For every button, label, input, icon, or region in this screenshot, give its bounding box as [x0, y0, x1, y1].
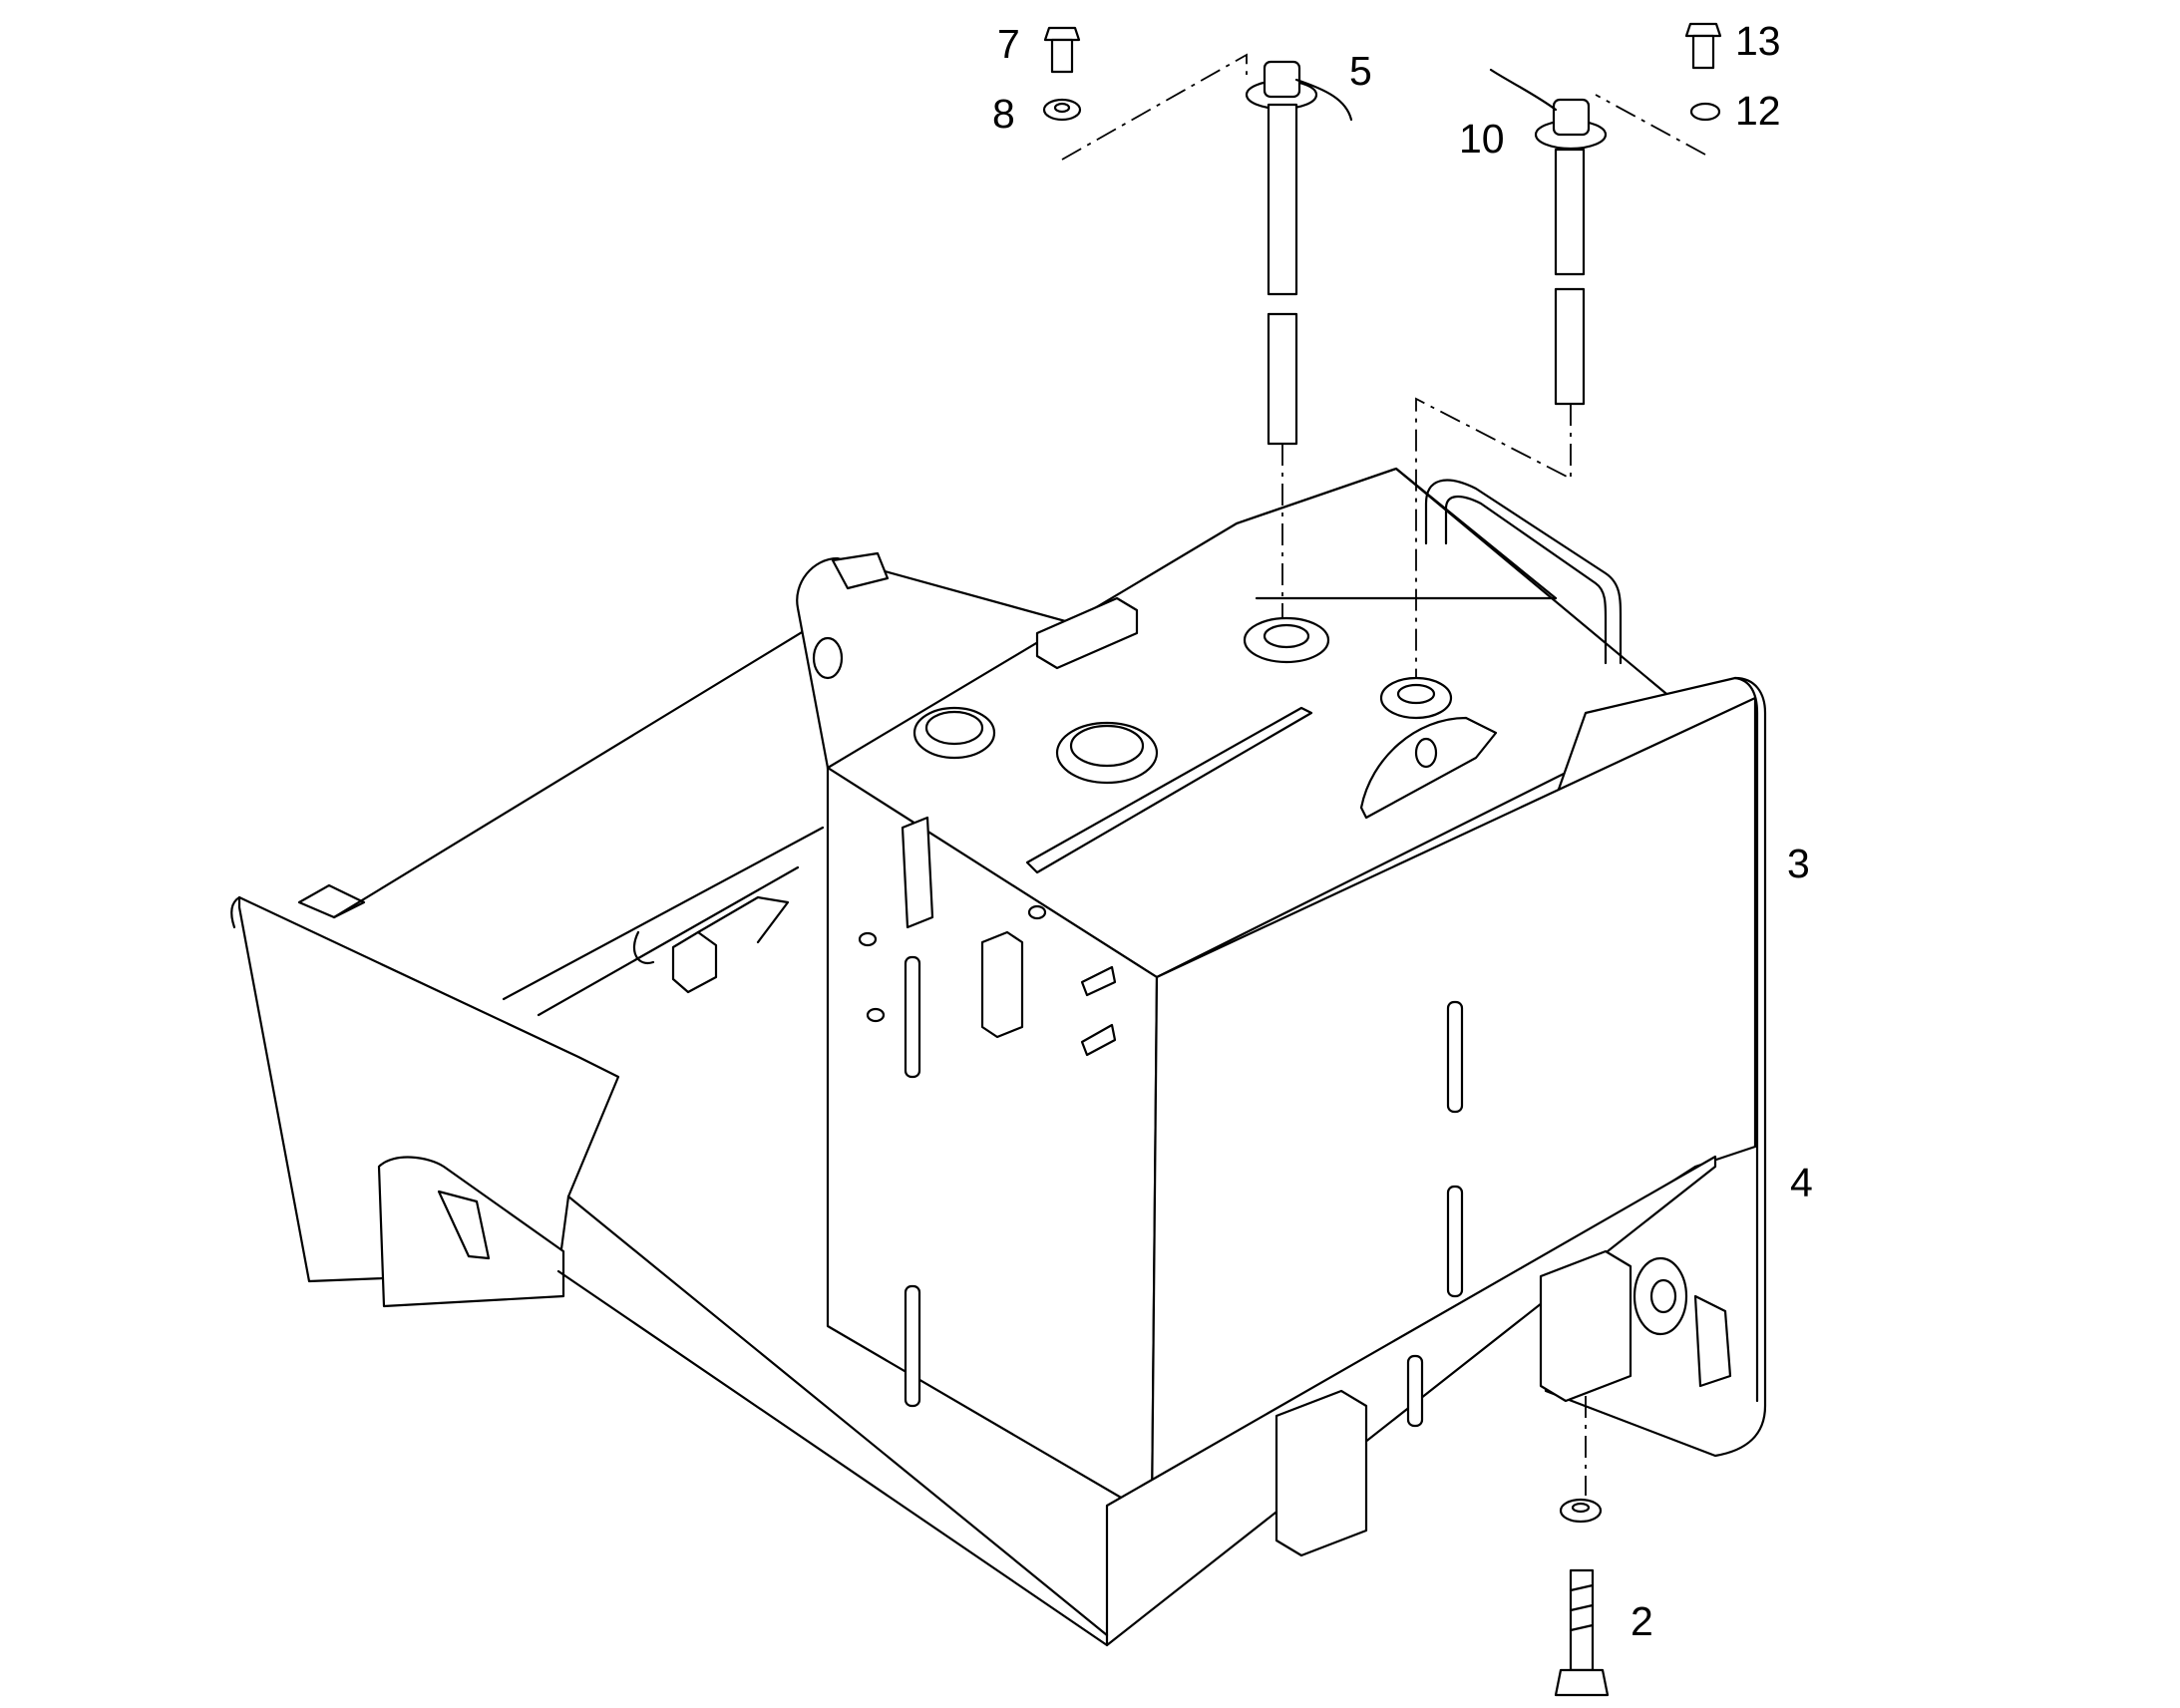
bolt-2-icon	[1554, 1568, 1610, 1697]
level-sender-right	[1489, 68, 1608, 406]
washer-12-icon	[1689, 102, 1721, 122]
callout-7: 7	[997, 21, 1020, 67]
callout-5: 5	[1349, 48, 1372, 94]
callout-10: 10	[1459, 116, 1505, 162]
assembly-lines	[1061, 53, 1706, 1496]
bolt-13-icon	[1684, 22, 1722, 70]
callout-8: 8	[992, 91, 1015, 137]
callout-2: 2	[1631, 1598, 1653, 1644]
level-sender-left	[1245, 60, 1353, 446]
tank-mounting-frame	[230, 551, 1134, 1308]
callout-13: 13	[1735, 18, 1781, 64]
bolt-7-icon	[1043, 26, 1081, 74]
hydraulic-tank	[556, 467, 1767, 1647]
callouts: 7 8 5 10 13 12 3 4 2	[992, 18, 1813, 1644]
washer-2-icon	[1559, 1498, 1603, 1524]
callout-12: 12	[1735, 88, 1781, 134]
callout-3: 3	[1787, 841, 1810, 886]
washer-8-icon	[1042, 98, 1082, 122]
callout-4: 4	[1790, 1160, 1813, 1205]
